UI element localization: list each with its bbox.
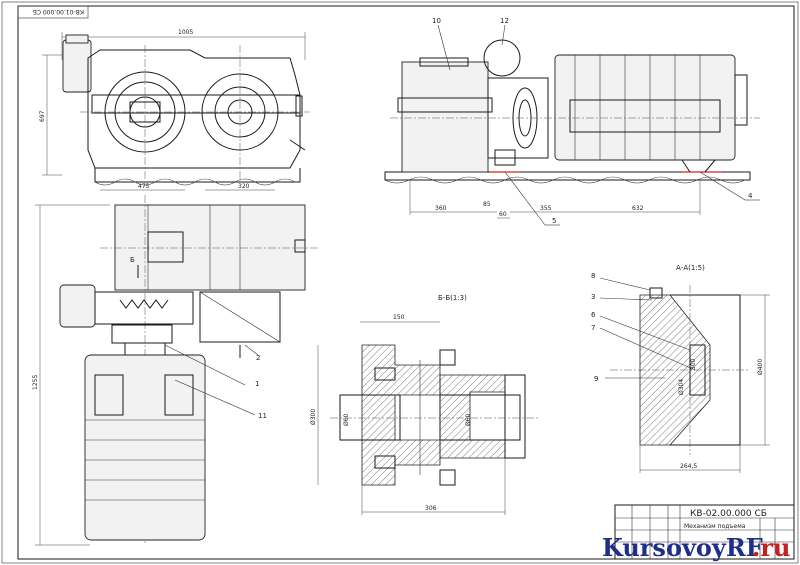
watermark-logo: KursovoyRF .ru [602,533,790,562]
front-view-gearbox: 1005 697 475 320 [39,29,310,191]
dim-side-d1: 360 [435,205,447,212]
leader-7: 7 [591,324,595,332]
watermark-part-2: .ru [752,533,790,562]
leader-12: 12 [500,17,509,25]
leader-5: 5 [552,217,556,225]
dim-b-d2: Ø60 [465,413,472,426]
leader-9: 9 [594,375,598,383]
watermark-part-1: KursovoyRF [602,533,763,562]
dim-b-height: Ø300 [310,409,317,425]
title-block: КВ-02.00.000 СБ Механизм подъема [614,504,795,560]
dim-b-width: 150 [393,314,405,321]
dim-a-bottom: 264,5 [680,463,697,470]
dim-b-bottom: 306 [425,505,437,512]
title-block-name: Механизм подъема [684,523,746,530]
leader-11: 11 [258,412,267,420]
dim-side-d3: 60 [499,211,507,218]
corner-stamp: КВ-01.00.000 СБ [17,5,89,19]
dim-top-width: 1005 [178,29,193,36]
corner-stamp-text: КВ-01.00.000 СБ [33,8,84,15]
leader-10: 10 [432,17,441,25]
leader-4: 4 [748,192,753,200]
section-mark-b1: Б [130,256,135,264]
dim-b-d1: Ø60 [343,413,350,426]
leader-1: 1 [255,380,259,388]
leader-2: 2 [256,354,260,362]
section-b-b: Б-Б(1:3) 150 Ø300 Ø60 Ø60 306 [310,294,540,515]
leader-6: 6 [591,311,596,319]
dim-top-d2: 320 [238,183,250,190]
dim-top-height: 697 [39,110,46,122]
leader-3: 3 [591,293,595,301]
dim-side-d5: 632 [632,205,644,212]
dim-a-height: Ø400 [757,359,764,375]
dim-plan-height: 1255 [32,375,39,390]
dim-a-inner: Ø304 [678,379,685,395]
sheet-inner-frame [17,5,795,560]
section-a-a-title: А-А(1:5) [676,264,705,272]
section-a-a: А-А(1:5) Ø304 300 Ø400 264,5 8 3 6 7 9 [591,264,770,473]
section-b-b-title: Б-Б(1:3) [438,294,467,302]
leader-8: 8 [591,272,595,280]
dim-top-d1: 475 [138,183,150,190]
dim-side-d4: 355 [540,205,552,212]
dim-side-d2: 85 [483,201,491,208]
plan-view: 1255 Б 2 Б 1 [32,195,320,546]
side-view-drive: 360 85 60 355 632 10 12 4 5 [384,17,760,226]
title-block-code: КВ-02.00.000 СБ [690,509,767,519]
dim-a-small: 300 [690,358,697,370]
